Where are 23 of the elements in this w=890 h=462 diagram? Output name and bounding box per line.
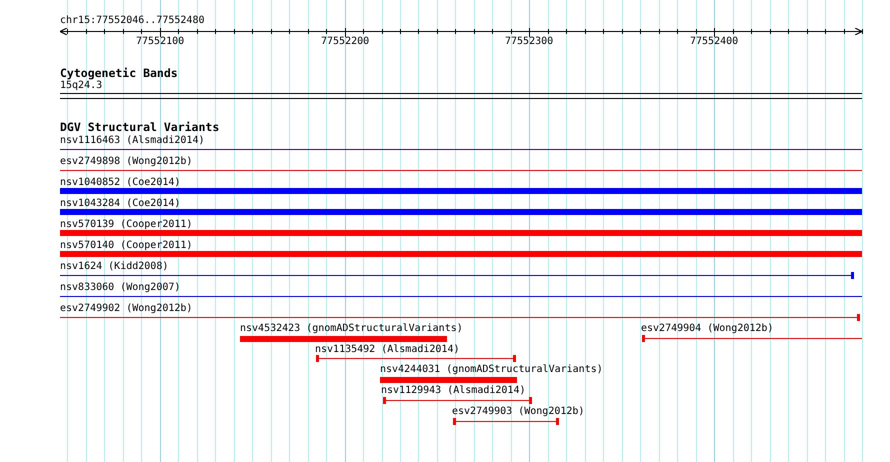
variant-label: nsv1129943 (Alsmadi2014) — [381, 385, 526, 396]
band-label: 15q24.3 — [60, 80, 102, 91]
track-title: Cytogenetic Bands — [60, 67, 178, 80]
variant-label: esv2749904 (Wong2012b) — [641, 323, 774, 334]
variant-label: esv2749902 (Wong2012b) — [60, 303, 192, 314]
variant-label: nsv1116463 (Alsmadi2014) — [60, 135, 204, 146]
track-title: DGV Structural Variants — [60, 121, 220, 134]
variant-label: nsv1043284 (Coe2014) — [60, 198, 180, 209]
variant-label: nsv4532423 (gnomADStructuralVariants) — [240, 323, 463, 334]
tick-label: 77552400 — [690, 36, 738, 47]
variant-label: esv2749903 (Wong2012b) — [452, 406, 584, 417]
variant-label: esv2749898 (Wong2012b) — [60, 156, 192, 167]
tick-label: 77552300 — [505, 36, 554, 47]
variant-label: nsv570140 (Cooper2011) — [60, 240, 192, 251]
variant-label: nsv570139 (Cooper2011) — [60, 219, 192, 230]
variant-label: nsv833060 (Wong2007) — [60, 282, 180, 293]
variant-label: nsv1040852 (Coe2014) — [60, 177, 180, 188]
variant-label: nsv4244031 (gnomADStructuralVariants) — [380, 364, 603, 375]
region-label: chr15:77552046..77552480 — [60, 15, 204, 26]
tick-label: 77552200 — [321, 36, 370, 47]
variant-label: nsv1624 (Kidd2008) — [60, 261, 168, 272]
variant-label: nsv1135492 (Alsmadi2014) — [315, 344, 460, 355]
tick-label: 77552100 — [136, 36, 184, 47]
